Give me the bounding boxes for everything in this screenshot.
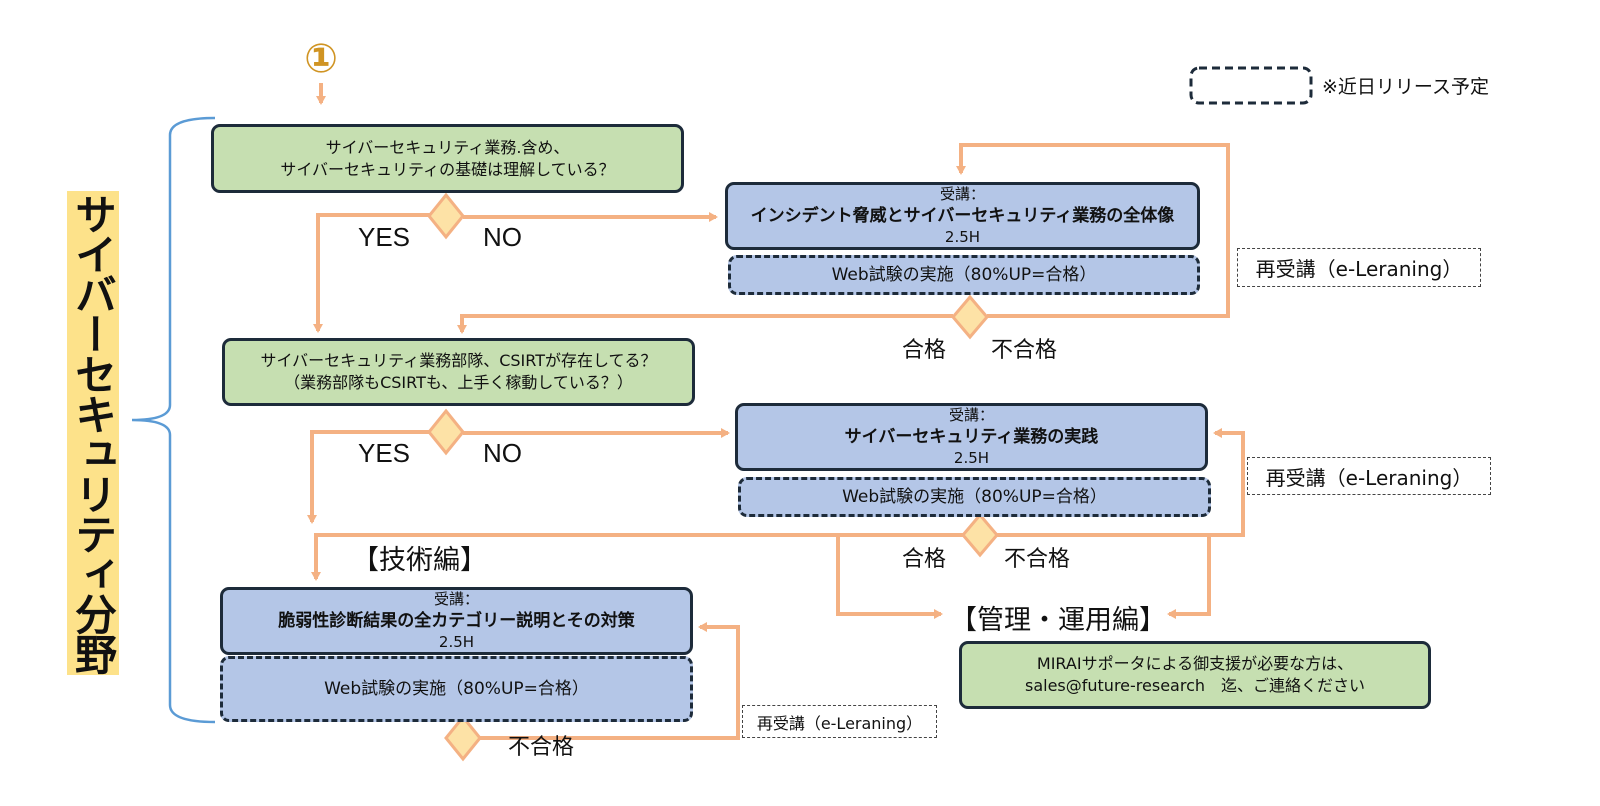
course-box-practice: 受講： サイバーセキュリティ業務の実践 2.5H	[735, 403, 1208, 471]
web-test-label: Web試験の実施（80%UP=合格）	[831, 264, 1097, 285]
legend-dashed-box	[1189, 66, 1313, 105]
contact-line: sales@future-research 迄、ご連絡ください	[1024, 676, 1366, 695]
arrow-q2-yes	[307, 430, 430, 524]
decision-diamond-test2	[961, 512, 999, 558]
course-box-incident: 受講： インシデント脅威とサイバーセキュリティ業務の全体像 2.5H	[725, 182, 1200, 250]
retake-box: 再受講（e-Leraning）	[742, 705, 937, 738]
question-box-csirt: サイバーセキュリティ業務部隊、CSIRTが存在してる？ （業務部隊もCSIRTも…	[222, 338, 695, 406]
arrow-d4-fail	[480, 622, 740, 740]
no-label: NO	[483, 222, 522, 252]
course-hours: 2.5H	[953, 449, 990, 468]
retake-box: 再受講（e-Leraning）	[1247, 457, 1491, 495]
arrow-d3-fail-retake	[996, 428, 1245, 537]
arrow-d2-fail	[956, 143, 1230, 318]
question-line: （業務部隊もCSIRTも、上手く稼動している？）	[284, 373, 633, 392]
decision-diamond-test1	[951, 294, 989, 340]
retake-label: 再受講（e-Leraning）	[756, 713, 923, 733]
arrow-d3-fail-mgmt	[1167, 535, 1211, 619]
yes-label: YES	[358, 438, 411, 468]
decision-diamond-q1	[427, 192, 465, 240]
legend-note: ※近日リリース予定	[1322, 76, 1489, 98]
web-test-box: Web試験の実施（80%UP=合格）	[728, 255, 1200, 295]
web-test-box: Web試験の実施（80%UP=合格）	[220, 656, 693, 722]
course-hours: 2.5H	[438, 633, 475, 652]
section-label-management: 【管理・運用編】	[950, 605, 1166, 636]
web-test-box: Web試験の実施（80%UP=合格）	[738, 477, 1211, 517]
fail-label: 不合格	[1004, 547, 1071, 572]
question-box-basics: サイバーセキュリティ業務.含め、 サイバーセキュリティの基礎は理解している？	[211, 124, 684, 193]
retake-box: 再受講（e-Leraning）	[1237, 248, 1481, 287]
yes-label: YES	[358, 222, 411, 252]
vertical-section-title: サイバーセキュリティ分野	[67, 191, 119, 675]
no-label: NO	[483, 438, 522, 468]
retake-label: 再受講（e-Leraning）	[1265, 465, 1473, 490]
course-pre-label: 受講：	[939, 185, 985, 204]
course-title: サイバーセキュリティ業務の実践	[844, 426, 1099, 447]
arrow-q1-yes	[313, 213, 430, 333]
arrow-d3-pass-tech	[311, 533, 963, 581]
course-pre-label: 受講：	[433, 590, 479, 609]
course-pre-label: 受講：	[948, 406, 994, 425]
arrow-d2-pass	[457, 314, 953, 334]
fail-label: 不合格	[508, 735, 575, 760]
curly-bracket	[131, 116, 216, 724]
course-title: インシデント脅威とサイバーセキュリティ業務の全体像	[750, 205, 1175, 226]
question-line: サイバーセキュリティ業務.含め、	[325, 137, 570, 157]
arrow-d3-pass-mgmt	[836, 535, 943, 619]
section-label-technical: 【技術編】	[352, 545, 487, 576]
course-box-vulnerability: 受講： 脆弱性診断結果の全カテゴリー説明とその対策 2.5H	[220, 587, 693, 655]
decision-diamond-test3	[444, 714, 482, 762]
web-test-label: Web試験の実施（80%UP=合格）	[324, 678, 589, 699]
course-hours: 2.5H	[944, 228, 981, 247]
question-line: サイバーセキュリティ業務部隊、CSIRTが存在してる？	[260, 351, 657, 371]
step-number-marker: ①	[304, 36, 338, 82]
fail-label: 不合格	[991, 338, 1058, 363]
course-title: 脆弱性診断結果の全カテゴリー説明とその対策	[278, 610, 635, 631]
pass-label: 合格	[902, 547, 947, 572]
web-test-label: Web試験の実施（80%UP=合格）	[842, 486, 1107, 507]
retake-label: 再受講（e-Leraning）	[1255, 257, 1463, 281]
contact-box: MIRAIサポータによる御支援が必要な方は、 sales@future-rese…	[959, 641, 1431, 709]
contact-line: MIRAIサポータによる御支援が必要な方は、	[1036, 654, 1354, 674]
question-line: サイバーセキュリティの基礎は理解している？	[280, 159, 615, 179]
decision-diamond-q2	[427, 408, 465, 456]
pass-label: 合格	[902, 338, 947, 363]
